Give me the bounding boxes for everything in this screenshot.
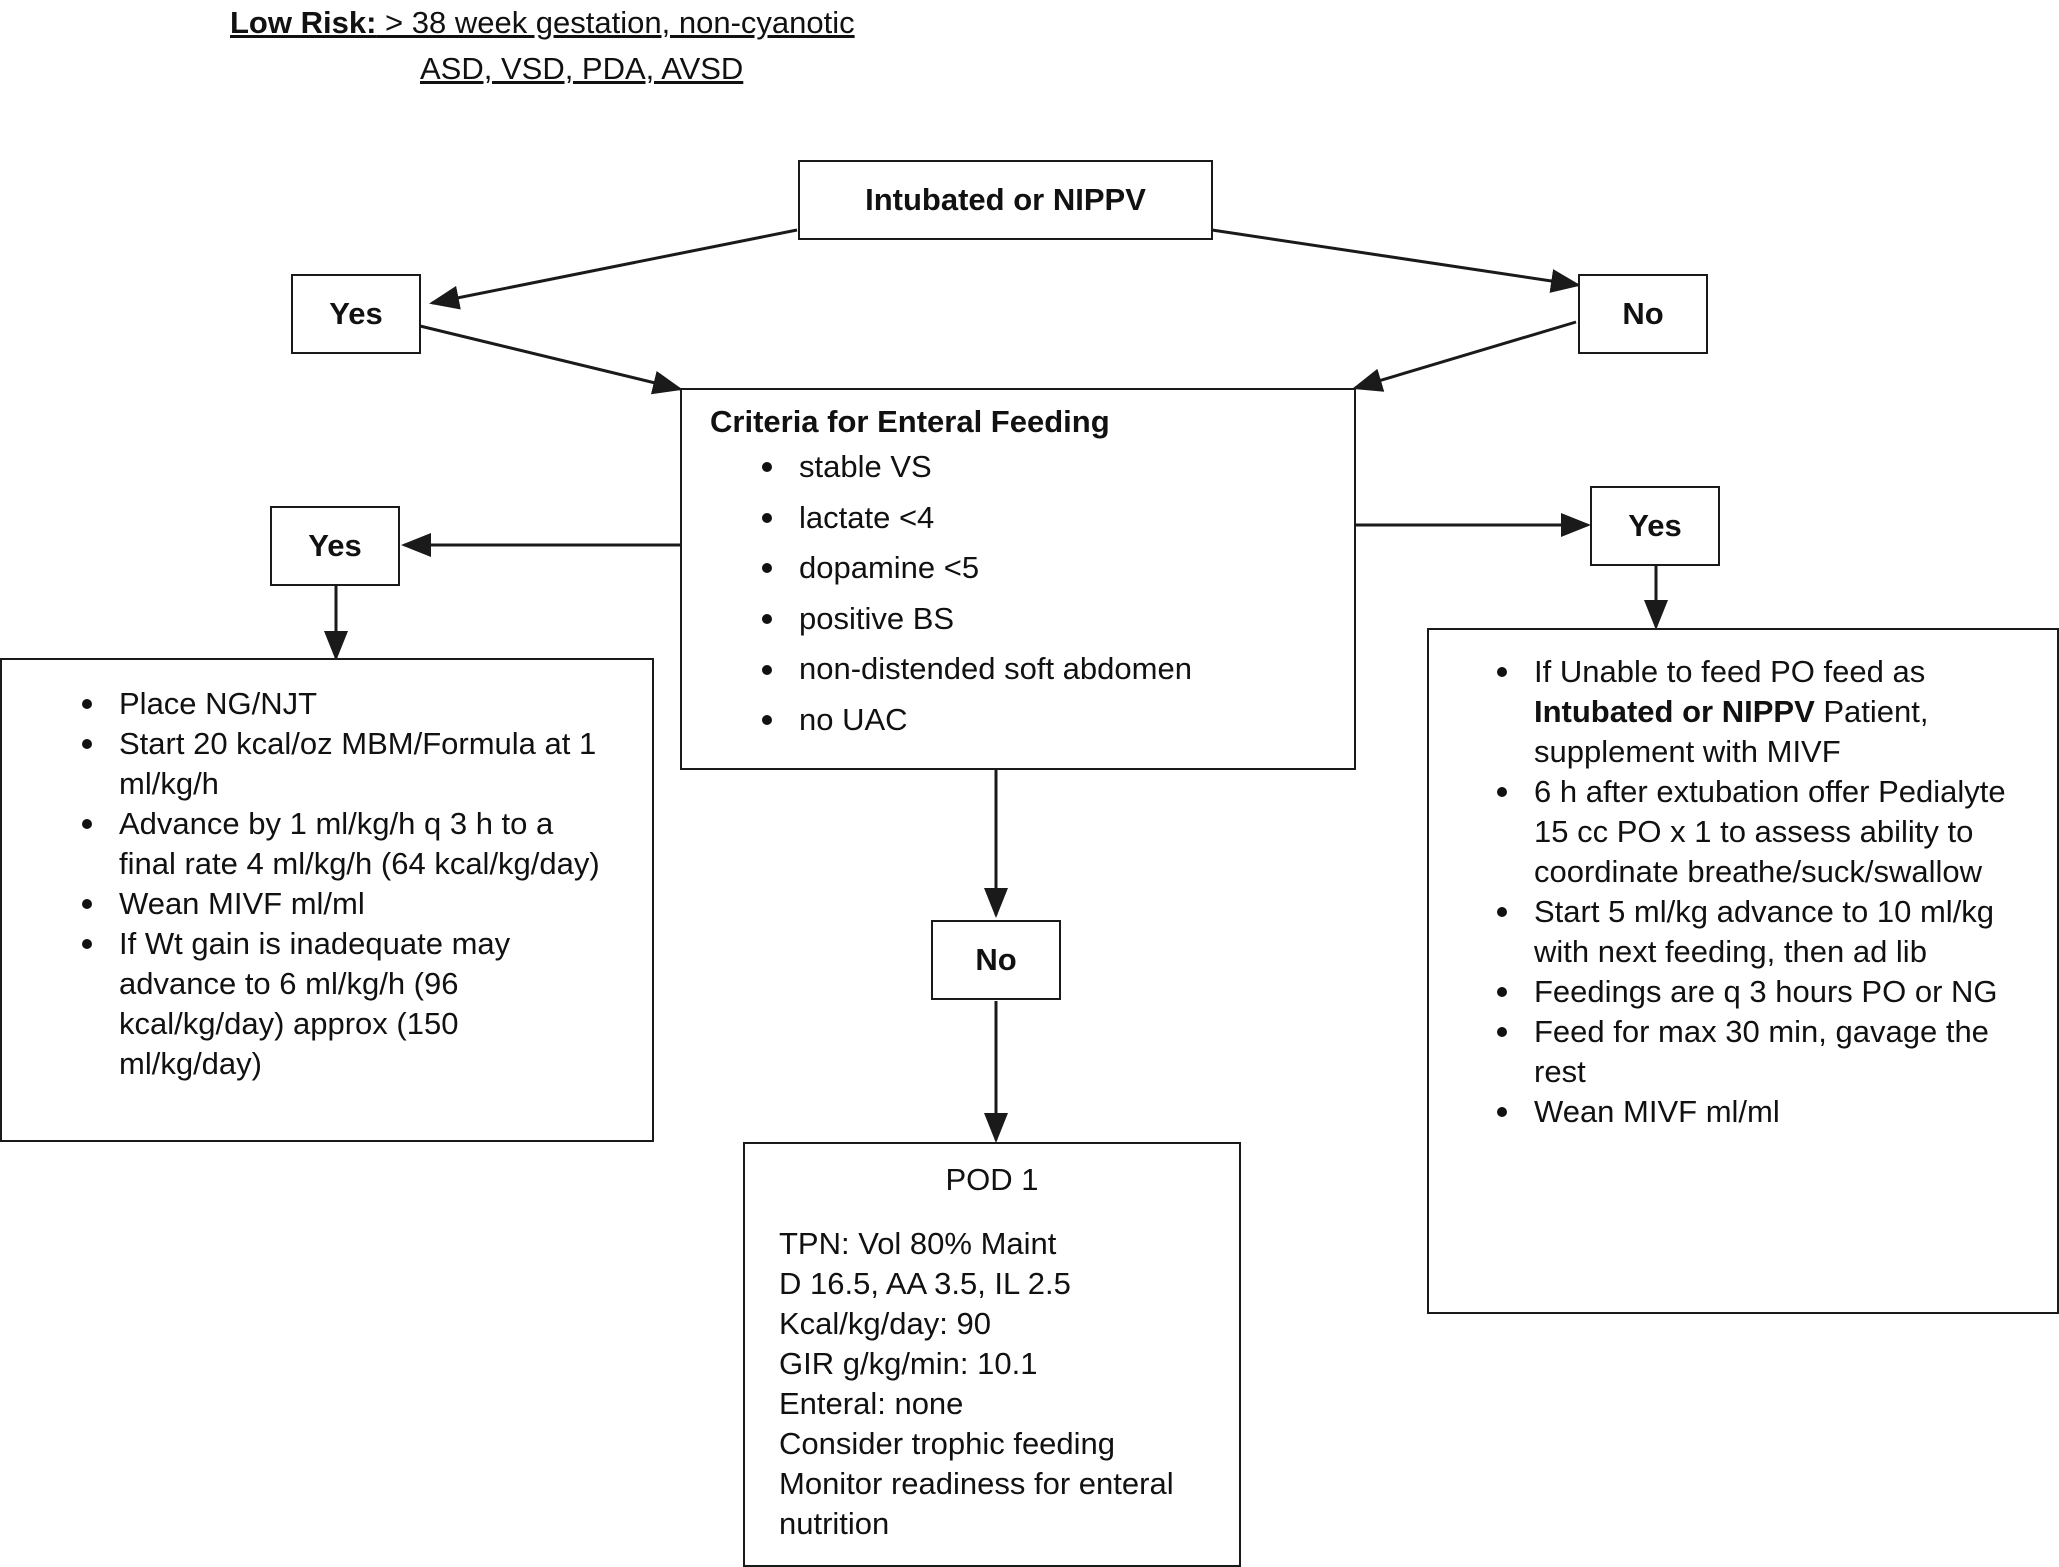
plan-item-emphasis: Intubated or NIPPV xyxy=(1534,694,1815,729)
pod1-line: Monitor readiness for enteral xyxy=(779,1466,1174,1501)
yes-box-right: Yes xyxy=(1590,486,1720,566)
plan-item: 6 h after extubation offer Pedialyte 15 … xyxy=(1497,772,2017,892)
arrow-top-to-no xyxy=(1211,228,1581,293)
pod1-orders: TPN: Vol 80% Maint D 16.5, AA 3.5, IL 2.… xyxy=(779,1224,1174,1544)
no-box-top: No xyxy=(1578,274,1708,354)
criteria-item: stable VS xyxy=(762,442,1192,493)
criteria-item: lactate <4 xyxy=(762,493,1192,544)
arrow-yes-to-criteria xyxy=(419,324,683,395)
plan-item: Advance by 1 ml/kg/h q 3 h to a final ra… xyxy=(82,804,602,884)
pod1-line: Kcal/kg/day: 90 xyxy=(779,1306,991,1341)
plan-item: If Unable to feed PO feed as Intubated o… xyxy=(1497,652,2017,772)
plan-item: Start 5 ml/kg advance to 10 ml/kg with n… xyxy=(1497,892,2017,972)
plan-item: Start 20 kcal/oz MBM/Formula at 1 ml/kg/… xyxy=(82,724,602,804)
pod1-line: D 16.5, AA 3.5, IL 2.5 xyxy=(779,1266,1071,1301)
tube-feeding-plan-list: Place NG/NJT Start 20 kcal/oz MBM/Formul… xyxy=(82,684,602,1084)
respiratory-support-label: Intubated or NIPPV xyxy=(865,182,1146,217)
no-label: No xyxy=(975,942,1017,977)
pod1-line: TPN: Vol 80% Maint xyxy=(779,1226,1057,1261)
yes-box-top: Yes xyxy=(291,274,421,354)
tube-feeding-plan-box: Place NG/NJT Start 20 kcal/oz MBM/Formul… xyxy=(0,658,654,1142)
yes-label: Yes xyxy=(329,296,383,331)
yes-label: Yes xyxy=(1628,508,1682,543)
plan-item: Place NG/NJT xyxy=(82,684,602,724)
criteria-box: Criteria for Enteral Feeding stable VS l… xyxy=(680,388,1356,770)
plan-item-text: If Unable to feed PO feed as xyxy=(1534,654,1926,689)
criteria-item: positive BS xyxy=(762,594,1192,645)
criteria-item: non-distended soft abdomen xyxy=(762,644,1192,695)
no-label: No xyxy=(1622,296,1664,331)
pod1-line: nutrition xyxy=(779,1506,890,1541)
plan-item: Feed for max 30 min, gavage the rest xyxy=(1497,1012,2017,1092)
plan-item-text: Patient, supplement with MIVF xyxy=(1534,694,1929,769)
oral-feeding-plan-list: If Unable to feed PO feed as Intubated o… xyxy=(1497,652,2017,1132)
criteria-item: dopamine <5 xyxy=(762,543,1192,594)
lesion-list: ASD, VSD, PDA, AVSD xyxy=(420,51,744,86)
plan-item: If Wt gain is inadequate may advance to … xyxy=(82,924,602,1084)
plan-item: Wean MIVF ml/ml xyxy=(1497,1092,2017,1132)
pod1-box: POD 1 TPN: Vol 80% Maint D 16.5, AA 3.5,… xyxy=(743,1142,1241,1567)
risk-label: Low Risk: xyxy=(230,5,377,40)
no-box-bottom: No xyxy=(931,920,1061,1000)
criteria-list: stable VS lactate <4 dopamine <5 positiv… xyxy=(762,442,1192,746)
pod1-line: Enteral: none xyxy=(779,1386,964,1421)
criteria-item: no UAC xyxy=(762,695,1192,746)
criteria-title: Criteria for Enteral Feeding xyxy=(710,404,1110,439)
yes-box-left: Yes xyxy=(270,506,400,586)
plan-item: Feedings are q 3 hours PO or NG xyxy=(1497,972,2017,1012)
arrow-top-to-yes xyxy=(429,228,798,310)
yes-label: Yes xyxy=(308,528,362,563)
risk-criteria: > 38 week gestation, non-cyanotic xyxy=(376,5,855,40)
risk-header: Low Risk: > 38 week gestation, non-cyano… xyxy=(230,0,855,46)
arrow-no-to-criteria xyxy=(1352,320,1577,392)
oral-feeding-plan-box: If Unable to feed PO feed as Intubated o… xyxy=(1427,628,2059,1314)
plan-item: Wean MIVF ml/ml xyxy=(82,884,602,924)
respiratory-support-box: Intubated or NIPPV xyxy=(798,160,1213,240)
pod1-title: POD 1 xyxy=(945,1162,1039,1197)
pod1-line: GIR g/kg/min: 10.1 xyxy=(779,1346,1038,1381)
pod1-line: Consider trophic feeding xyxy=(779,1426,1116,1461)
